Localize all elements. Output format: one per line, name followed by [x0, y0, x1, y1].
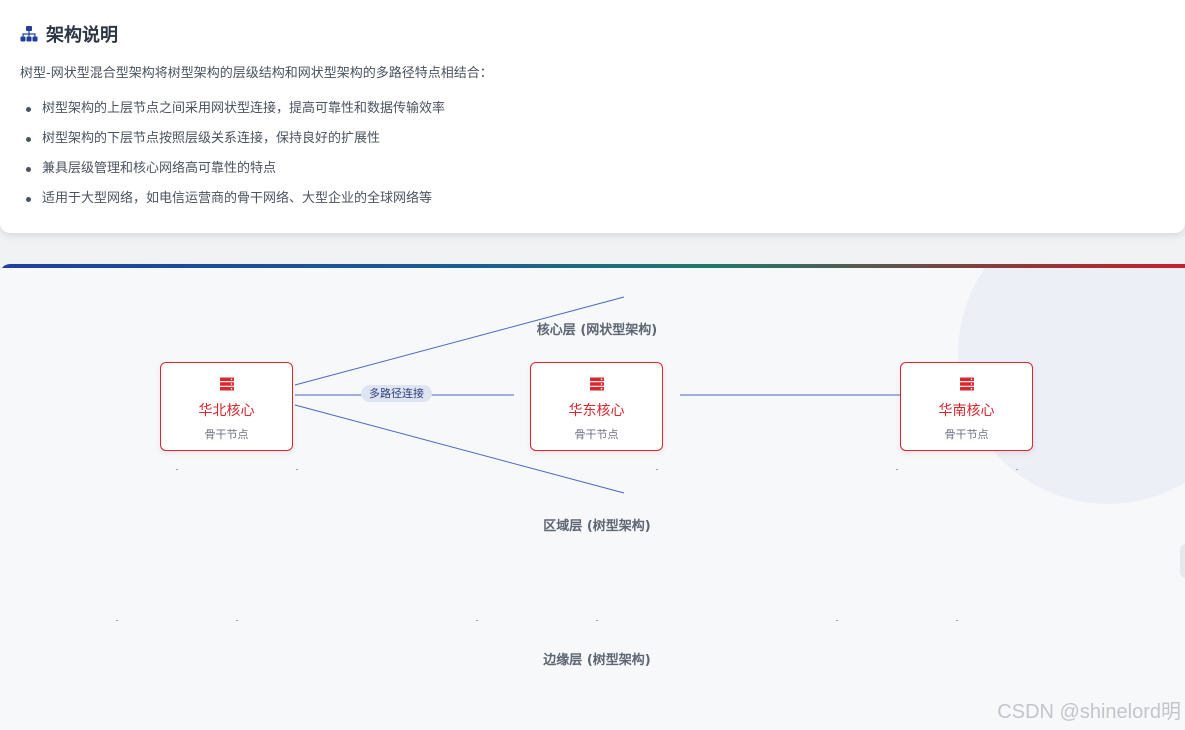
- layer-label-region: 区域层 (树型架构): [543, 519, 651, 534]
- feature-list: 树型架构的上层节点之间采用网状型连接，提高可靠性和数据传输效率 树型架构的下层节…: [20, 96, 445, 216]
- card-title: 架构说明: [20, 20, 118, 48]
- tick-mark: [116, 620, 118, 621]
- tick-mark: [176, 469, 178, 470]
- node-east-core[interactable]: 华东核心 骨干节点: [530, 362, 663, 451]
- card-intro: 树型-网状型混合型架构将树型架构的层级结构和网状型架构的多路径特点相结合：: [20, 66, 493, 81]
- tick-mark: [656, 469, 658, 470]
- link-north-up: [294, 296, 625, 386]
- list-item: 树型架构的上层节点之间采用网状型连接，提高可靠性和数据传输效率: [20, 96, 445, 126]
- tick-mark: [836, 620, 838, 621]
- decorative-handle: [1180, 544, 1185, 578]
- server-icon: [220, 377, 234, 391]
- tick-mark: [236, 620, 238, 621]
- bullet-icon: [26, 167, 31, 172]
- bullet-icon: [26, 137, 31, 142]
- topology-diagram-panel: 核心层 (网状型架构) 区域层 (树型架构) 边缘层 (树型架构) 多路径连接 …: [0, 264, 1185, 730]
- node-name: 华北核心: [198, 403, 255, 419]
- node-role: 骨干节点: [204, 428, 249, 441]
- tick-mark: [596, 620, 598, 621]
- list-item: 适用于大型网络，如电信运营商的骨干网络、大型企业的全球网络等: [20, 186, 445, 216]
- node-name: 华南核心: [938, 403, 995, 419]
- tick-mark: [896, 469, 898, 470]
- node-north-core[interactable]: 华北核心 骨干节点: [160, 362, 293, 451]
- server-icon: [590, 377, 604, 391]
- tick-mark: [296, 469, 298, 470]
- list-item: 兼具层级管理和核心网络高可靠性的特点: [20, 156, 445, 186]
- sitemap-icon: [20, 26, 38, 42]
- bullet-icon: [26, 197, 31, 202]
- watermark: CSDN @shinelord明: [997, 701, 1181, 723]
- list-item: 树型架构的下层节点按照层级关系连接，保持良好的扩展性: [20, 126, 445, 156]
- server-icon: [960, 377, 974, 391]
- link-north-down: [294, 404, 625, 494]
- bullet-icon: [26, 107, 31, 112]
- multipath-badge: 多路径连接: [361, 385, 432, 402]
- node-role: 骨干节点: [944, 428, 989, 441]
- node-south-core[interactable]: 华南核心 骨干节点: [900, 362, 1033, 451]
- layer-label-edge: 边缘层 (树型架构): [543, 653, 651, 668]
- node-name: 华东核心: [568, 403, 625, 419]
- tick-mark: [1016, 469, 1018, 470]
- tick-mark: [476, 620, 478, 621]
- card-title-text: 架构说明: [46, 25, 118, 46]
- node-role: 骨干节点: [574, 428, 619, 441]
- tick-mark: [956, 620, 958, 621]
- layer-label-core: 核心层 (网状型架构): [536, 323, 658, 338]
- architecture-explanation-card: 架构说明 树型-网状型混合型架构将树型架构的层级结构和网状型架构的多路径特点相结…: [0, 0, 1185, 233]
- gradient-top-bar: [0, 264, 1185, 268]
